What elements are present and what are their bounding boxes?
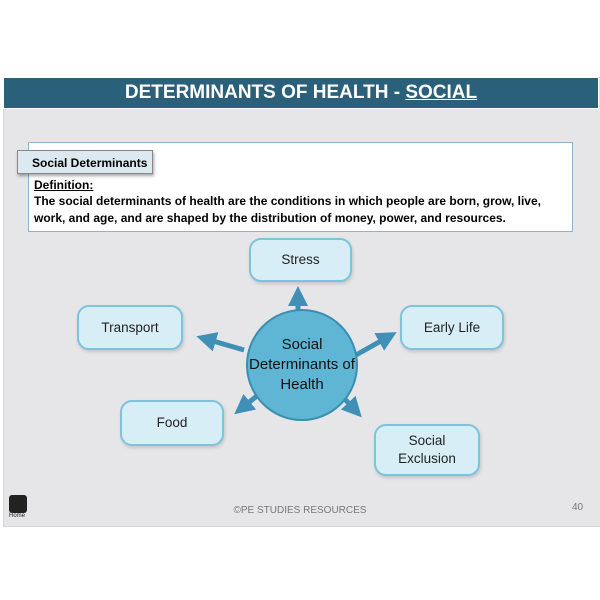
page-number: 40	[572, 502, 584, 513]
node-transport: Transport	[77, 305, 183, 350]
center-node: Social Determinants of Health	[246, 309, 358, 421]
definition-tag: Social Determinants	[17, 150, 153, 174]
title-text: DETERMINANTS OF HEALTH -	[124, 82, 406, 103]
node-early-life: Early Life	[400, 305, 504, 350]
node-stress: Stress	[249, 238, 352, 282]
definition-text: The social determinants of health are th…	[34, 194, 541, 225]
title-highlight: SOCIAL	[405, 82, 478, 103]
arrow-transport	[196, 332, 245, 353]
home-label[interactable]: Home	[9, 513, 26, 519]
node-social-exclusion: Social Exclusion	[374, 424, 480, 476]
home-icon[interactable]	[9, 495, 27, 513]
copyright: ©PE STUDIES RESOURCES	[233, 505, 367, 516]
definition-label: Definition:	[34, 178, 94, 192]
node-food: Food	[120, 400, 224, 446]
slide-title: DETERMINANTS OF HEALTH - SOCIAL	[3, 77, 599, 109]
arrow-early-life	[354, 332, 397, 358]
